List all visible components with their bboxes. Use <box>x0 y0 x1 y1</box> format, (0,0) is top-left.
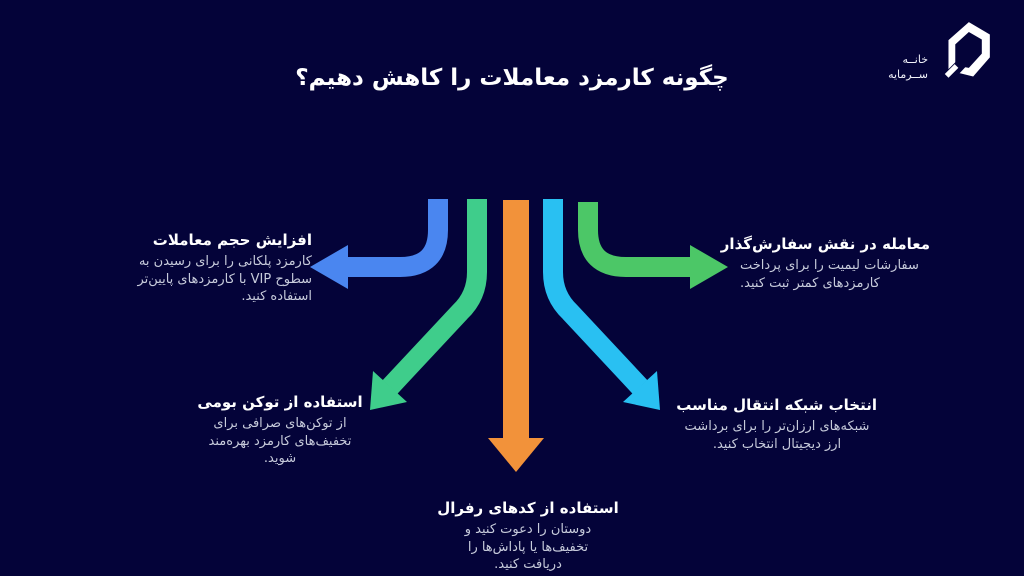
card-line: دوستان را دعوت کنید و <box>464 522 592 537</box>
card-order-maker: معامله در نقش سفارش‌گذار سفارشات لیمیت ر… <box>720 235 930 292</box>
arrow-down-right-shaft <box>543 199 648 394</box>
card-line: استفاده کنید. <box>241 289 312 304</box>
card-referral-codes: استفاده از کدهای رفرال دوستان را دعوت کن… <box>428 499 628 574</box>
card-line: شبکه‌های ارزان‌تر را برای برداشت <box>684 419 870 434</box>
card-title: انتخاب شبکه انتقال مناسب <box>676 396 877 414</box>
card-line: تخفیف‌های کارمزد بهره‌مند <box>208 433 352 449</box>
card-title: افزایش حجم معاملات <box>152 231 312 249</box>
arrow-right-order-maker <box>578 202 728 289</box>
card-native-token: استفاده از توکن بومی از توکن‌های صرافی ب… <box>180 393 380 468</box>
arrow-left-increase-volume <box>310 199 448 289</box>
card-title: معامله در نقش سفارش‌گذار <box>720 235 930 253</box>
arrow-down-left-native-token <box>370 199 487 410</box>
arrow-right-head <box>690 245 728 289</box>
card-increase-volume: افزایش حجم معاملات کارمزد پلکانی را برای… <box>110 231 312 306</box>
card-title: استفاده از کدهای رفرال <box>437 499 619 517</box>
brand-logo: خانــه ســرمایه <box>858 16 998 92</box>
house-emblem-icon <box>938 22 990 87</box>
arrow-down-right-network <box>543 199 660 410</box>
brand-wordmark-line1: خانــه <box>902 53 928 66</box>
card-line: از توکن‌های صرافی برای <box>213 416 347 431</box>
brand-wordmark: خانــه ســرمایه <box>864 52 928 82</box>
arrow-down-left-shaft <box>382 199 487 394</box>
card-line: کارمزدهای کمتر ثبت کنید. <box>740 275 880 291</box>
arrow-right-shaft <box>578 202 690 277</box>
card-line: تخفیف‌ها یا پاداش‌ها را <box>467 539 589 555</box>
arrow-left-shaft <box>348 199 448 277</box>
card-line: دریافت کنید. <box>494 557 562 572</box>
card-line: کارمزد پلکانی را برای رسیدن به <box>138 254 312 269</box>
arrow-down-left-head <box>370 371 407 410</box>
card-transfer-network: انتخاب شبکه انتقال مناسب شبکه‌های ارزان‌… <box>676 396 877 453</box>
arrow-down-referral <box>488 200 544 472</box>
arrow-down-head <box>488 438 544 472</box>
card-line: شوید. <box>263 451 297 466</box>
card-line: ارز دیجیتال انتخاب کنید. <box>712 436 842 452</box>
arrow-down-right-head <box>623 371 660 410</box>
page-title: چگونه کارمزد معاملات را کاهش دهیم؟ <box>295 65 729 92</box>
card-title: استفاده از توکن بومی <box>197 393 363 411</box>
card-line: سفارشات لیمیت را برای پرداخت <box>740 258 919 273</box>
arrow-left-head <box>310 245 348 289</box>
card-line: سطوح VIP با کارمزدهای پایین‌تر <box>137 271 312 287</box>
brand-wordmark-line2: ســرمایه <box>888 68 928 81</box>
